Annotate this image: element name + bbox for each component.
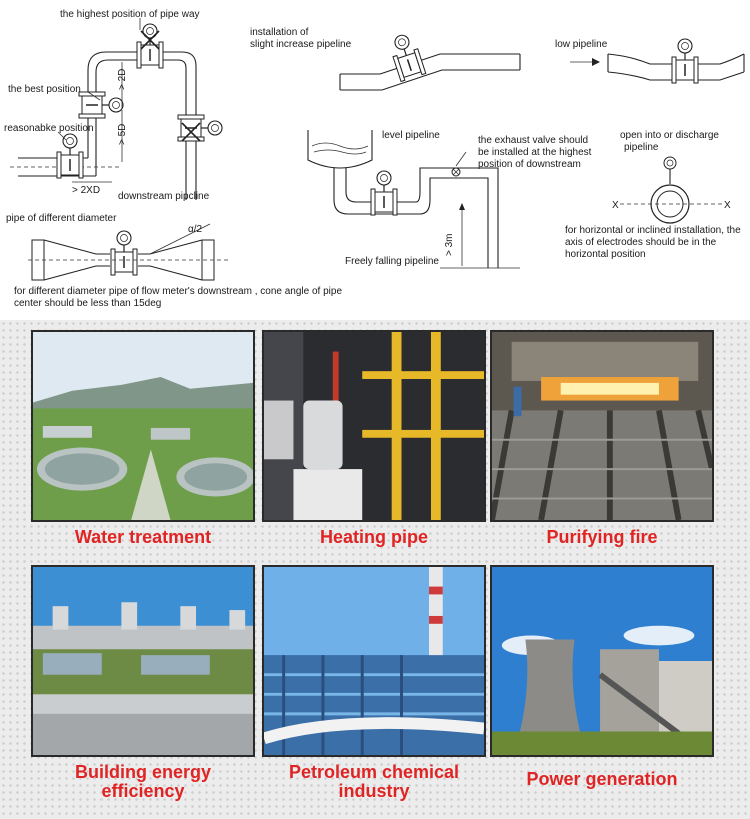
applications-grid: Water treatment Heating pipe (0, 320, 750, 819)
caption-water-treatment: Water treatment (74, 527, 212, 547)
caption-heating-pipe: Heating pipe (319, 527, 428, 547)
label-cone-1: for different diameter pipe of flow mete… (14, 286, 342, 297)
label-best-position: the best position (8, 84, 81, 95)
label-highest-position: the highest position of pipe way (60, 9, 200, 20)
dim-5d-label: > 5D (117, 124, 128, 145)
water-treatment-photo (31, 330, 255, 522)
panel-different-diameter: pipe of different diameter α/2 for diffe… (6, 213, 342, 309)
installation-diagram: > 2D > 5D > 2XD the highest position of … (4, 9, 745, 309)
label-reasonable-position: reasonabke position (4, 123, 94, 134)
label-cone-2: center should be less than 15deg (14, 298, 161, 309)
panel-slight-increase: installation of slight increase pipeline (250, 27, 521, 91)
label-exhaust-3: position of downstream (478, 159, 581, 170)
label-different-diameter: pipe of different diameter (6, 213, 117, 224)
building-energy-photo (31, 565, 255, 757)
panel-discharge: open into or discharge pipeline X X for … (565, 130, 741, 260)
label-low-pipeline: low pipeline (555, 39, 608, 50)
dim-2d-label: > 2D (117, 69, 128, 90)
panel-pipe-positions: > 2D > 5D > 2XD the highest position of … (4, 9, 223, 202)
label-freely-falling: Freely falling pipeline (345, 256, 439, 267)
label-discharge-pipeline: pipeline (624, 142, 659, 153)
label-exhaust-1: the exhaust valve should (478, 135, 588, 146)
dim-3m-label: > 3m (444, 233, 455, 256)
caption-power-generation: Power generation (526, 769, 678, 789)
label-installation-of: installation of (250, 27, 309, 38)
electrode-x-left: X (612, 200, 619, 211)
caption-petroleum-chemical: Petroleum chemical industry (288, 762, 460, 801)
dim-2xd-label: > 2XD (72, 185, 100, 196)
caption-purifying-fire: Purifying fire (546, 527, 658, 547)
label-horizontal-3: horizontal position (565, 249, 646, 260)
petroleum-chemical-photo (262, 565, 486, 757)
panel-level-pipeline: > 3m level pipeline the exhaust valve sh… (307, 130, 592, 269)
label-horizontal-2: axis of electrodes should be in the (565, 237, 717, 248)
label-slight-increase: slight increase pipeline (250, 39, 352, 50)
caption-building-energy: Building energy efficiency (74, 762, 211, 801)
power-generation-photo (490, 565, 714, 757)
label-alpha: α/2 (188, 224, 203, 235)
panel-low-pipeline: low pipeline (555, 38, 745, 84)
label-exhaust-2: be installed at the highest (478, 147, 592, 158)
label-downstream-pipeline: downstream pipcline (118, 191, 210, 202)
purifying-fire-photo (490, 330, 714, 522)
label-open-into: open into or discharge (620, 130, 719, 141)
heating-pipe-photo (262, 330, 486, 522)
label-horizontal-1: for horizontal or inclined installation,… (565, 225, 741, 236)
label-level-pipeline: level pipeline (382, 130, 440, 141)
electrode-x-right: X (724, 200, 731, 211)
